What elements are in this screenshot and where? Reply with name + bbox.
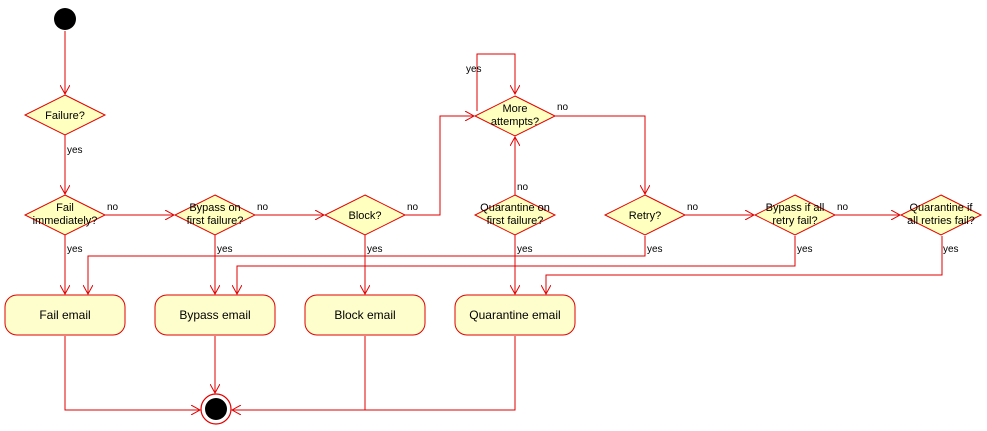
decision-bypass-first-label-1: Bypass on (189, 202, 240, 214)
decision-quarantine-first-label-2: first failure? (487, 215, 544, 227)
edge-label-no: no (687, 202, 699, 213)
edge-label-yes: yes (67, 145, 83, 156)
edge-fail-to-end (64, 336, 200, 410)
action-block-email (304, 294, 426, 336)
edge-label-no: no (407, 202, 419, 213)
decision-bypass-all (753, 194, 837, 236)
decision-quarantine-all (899, 194, 983, 236)
decision-quarantine-all-label-1: Quarantine if (910, 202, 974, 214)
edge-label-yes: yes (466, 64, 482, 75)
edge-label-yes: yes (217, 244, 233, 255)
decision-retry (603, 194, 687, 236)
decision-more-attempts-label-2: attempts? (491, 116, 539, 128)
decision-failure-label: Failure? (45, 110, 85, 122)
edge-retry-yes (88, 236, 646, 294)
edge-block-no (404, 116, 474, 216)
decision-failure (23, 94, 107, 136)
edge-more-yes-loop (476, 53, 515, 111)
edge-bypassall-yes (237, 236, 796, 294)
edge-quarantine-to-end (365, 336, 516, 411)
decision-block (323, 194, 407, 236)
action-quarantine-email-label: Quarantine email (469, 308, 560, 322)
edge-label-yes: yes (797, 244, 813, 255)
action-quarantine-email (454, 294, 576, 336)
decision-quarantine-first-label-1: Quarantine on (480, 202, 550, 214)
action-bypass-email-label: Bypass email (179, 308, 250, 322)
decision-bypass-all-label-1: Bypass if all (766, 202, 825, 214)
edge-more-no (554, 115, 645, 194)
edge-label-yes: yes (367, 244, 383, 255)
action-fail-email (4, 294, 126, 336)
edge-label-no: no (557, 102, 569, 113)
decision-block-label: Block? (348, 210, 381, 222)
decision-quarantine-first (473, 194, 557, 236)
edge-label-no: no (517, 182, 529, 193)
action-fail-email-label: Fail email (39, 308, 90, 322)
decision-retry-label: Retry? (629, 210, 661, 222)
edge-label-no: no (257, 202, 269, 213)
edge-label-no: no (837, 202, 849, 213)
edge-label-yes: yes (647, 244, 663, 255)
action-block-email-label: Block email (334, 308, 395, 322)
decision-more-attempts (473, 95, 557, 137)
decision-more-attempts-label-1: More (502, 103, 527, 115)
edge-label-yes: yes (943, 244, 959, 255)
edge-label-no: no (107, 202, 119, 213)
decision-bypass-all-label-2: retry fail? (772, 215, 817, 227)
edge-label-yes: yes (517, 244, 533, 255)
edge-qall-yes (546, 236, 943, 294)
end-node (200, 393, 232, 425)
edge-label-yes: yes (67, 244, 83, 255)
decision-fail-immediately-label-2: immediately? (33, 215, 98, 227)
decision-fail-immediately-label-1: Fail (56, 202, 74, 214)
action-bypass-email (154, 294, 276, 336)
start-node (54, 8, 76, 30)
decision-fail-immediately (23, 194, 107, 236)
decision-quarantine-all-label-2: all retries fail? (907, 215, 975, 227)
decision-bypass-first-label-2: first failure? (187, 215, 244, 227)
edge-block-to-end (232, 336, 366, 410)
decision-bypass-first (173, 194, 257, 236)
